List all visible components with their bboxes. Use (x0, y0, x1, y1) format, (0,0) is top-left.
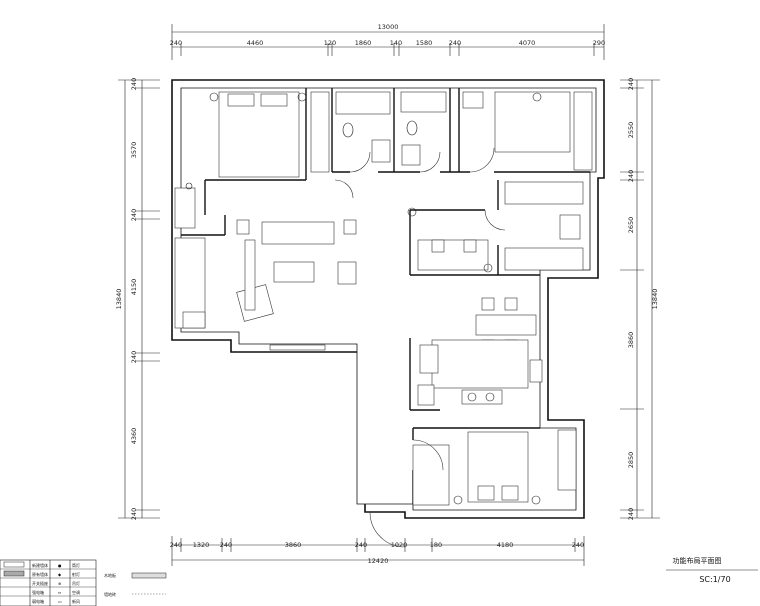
third-wardrobe (412, 444, 450, 506)
exterior-walls (171, 79, 605, 519)
top-overall-dim: 13000 (378, 23, 399, 31)
left-dimension-chain: 240 3570 240 4150 240 4360 240 13840 (115, 78, 160, 520)
legend-label: 开关插座 (32, 580, 48, 586)
left-dim-5: 240 (130, 351, 138, 363)
left-dim-1: 240 (130, 78, 138, 90)
legend-table: 新建墙体 ● 筒灯 原有墙体 ◆ 射灯 开关插座 ⊕ 吊灯 强电箱 ⇔ 空调 弱… (0, 559, 167, 606)
top-dim-2: 4460 (247, 39, 264, 47)
bottom-dim-8: 4180 (497, 541, 514, 549)
second-bed (494, 91, 571, 153)
coffee-table (273, 261, 315, 283)
top-dim-1: 240 (170, 39, 182, 47)
bottom-dim-5: 240 (355, 541, 367, 549)
left-dim-2: 3570 (130, 142, 138, 159)
left-dim-4: 4150 (130, 279, 138, 296)
right-dim-3: 240 (627, 170, 635, 182)
study-cabinet (504, 181, 584, 205)
legend-label: 强电箱 (32, 589, 44, 595)
dining-counter (417, 239, 489, 271)
right-dim-2: 2550 (627, 122, 635, 139)
legend-symbol: ⇔ (58, 590, 62, 595)
legend-label: 新风 (72, 598, 80, 604)
legend-label: 吊灯 (72, 580, 80, 586)
legend-label: 原有墙体 (32, 571, 48, 577)
top-dim-4: 1860 (355, 39, 372, 47)
legend-label: 新建墙体 (32, 562, 48, 568)
left-dim-3: 240 (130, 209, 138, 221)
title-block: 功能布局平面图 SC:1/70 (666, 556, 758, 584)
drawing-scale: SC:1/70 (699, 575, 730, 584)
top-dim-9: 290 (593, 39, 605, 47)
right-dim-1: 240 (627, 78, 635, 90)
bottom-dim-9: 240 (572, 541, 584, 549)
left-dim-6: 4360 (130, 428, 138, 445)
shower (400, 91, 447, 113)
legend-symbol: ▭ (58, 599, 62, 604)
left-overall-dim: 13840 (115, 289, 123, 310)
legend-floor-wood: 木地板 (104, 572, 116, 578)
balcony-cabinet (174, 237, 206, 329)
legend-symbol: ⊕ (58, 581, 61, 586)
door-swings (334, 147, 506, 548)
top-dimension-chain: 13000 240 4460 120 1860 140 1580 240 407… (170, 23, 605, 60)
top-dim-8: 4070 (519, 39, 536, 47)
wardrobe (310, 91, 330, 173)
right-dim-7: 240 (627, 508, 635, 520)
top-dim-6: 1580 (416, 39, 433, 47)
left-dim-7: 240 (130, 508, 138, 520)
right-dim-5: 3860 (627, 332, 635, 349)
drawing-title: 功能布局平面图 (673, 556, 722, 565)
desk (462, 91, 484, 109)
third-bed (467, 431, 529, 503)
kitchen-island (431, 339, 529, 389)
legend-symbol: ● (58, 563, 62, 568)
legend-label: 射灯 (72, 571, 80, 577)
bottom-dim-7: 180 (430, 541, 442, 549)
legend-label: 筒灯 (72, 562, 80, 568)
bottom-dim-2: 1320 (193, 541, 210, 549)
bottom-dim-3: 240 (220, 541, 232, 549)
bottom-overall-dim: 12420 (368, 557, 389, 565)
bottom-dim-6: 1020 (391, 541, 408, 549)
bottom-dimension-chain: 240 1320 240 3860 240 1020 180 4180 240 … (170, 536, 585, 566)
legend-label: 空调 (72, 589, 80, 595)
right-dimension-chain: 240 2550 240 2650 3860 2850 240 13840 (620, 78, 660, 520)
legend-floor-tile: 墙地砖 (104, 591, 116, 597)
legend-label: 弱电箱 (32, 598, 44, 604)
right-overall-dim: 13840 (651, 289, 659, 310)
bottom-dim-4: 3860 (285, 541, 302, 549)
sofa (261, 221, 335, 245)
right-dim-6: 2850 (627, 452, 635, 469)
top-dim-3: 120 (324, 39, 336, 47)
top-dim-5: 140 (390, 39, 402, 47)
legend-symbol: ◆ (58, 572, 62, 577)
top-dim-7: 240 (449, 39, 461, 47)
bathtub (335, 91, 391, 115)
bottom-dim-1: 240 (170, 541, 182, 549)
right-dim-4: 2650 (627, 217, 635, 234)
furniture-layer (174, 91, 593, 506)
dining-table (475, 314, 537, 336)
